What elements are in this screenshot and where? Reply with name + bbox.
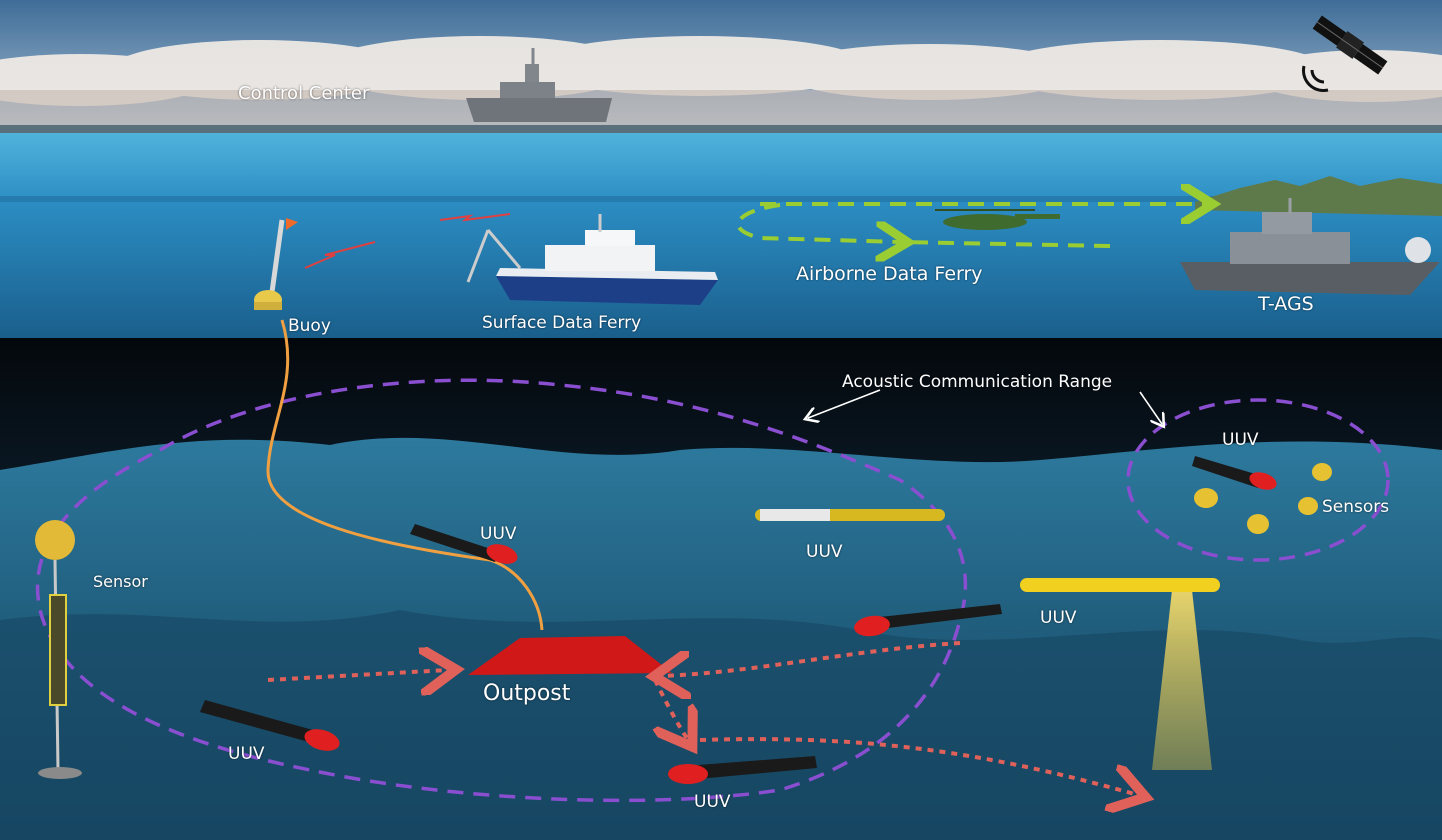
uuv-vehicle-2: [755, 509, 945, 521]
horizon-line: [0, 125, 1442, 133]
buoy-icon: [254, 218, 298, 310]
uuv-vehicle-5: [1192, 456, 1277, 490]
uuv-label-6: UUV: [694, 792, 731, 812]
acoustic-range-large: [35, 378, 968, 803]
t-ags-label: T-AGS: [1258, 293, 1314, 315]
uuv-label-4: UUV: [1040, 608, 1077, 628]
sonar-beam: [1152, 590, 1212, 770]
buoy-tether: [266, 319, 544, 631]
uuv-vehicle-7: [668, 756, 817, 784]
uuv-vehicle-3: [854, 604, 1002, 637]
outpost-icon: [468, 636, 672, 675]
sensor-label: Sensor: [93, 572, 148, 591]
surface-ferry-label: Surface Data Ferry: [482, 313, 642, 333]
sea-floor-ridges: [0, 610, 1442, 840]
sensor-cluster-icon: [1194, 463, 1332, 534]
uuv-vehicle-4: [1020, 578, 1220, 592]
acoustic-range-label: Acoustic Communication Range: [842, 372, 1113, 392]
t-ags-ship-icon: [1180, 198, 1440, 295]
airborne-ferry-path: [736, 204, 1205, 246]
sea-surface: [0, 133, 1442, 338]
satellite-signal-icon: [1302, 65, 1329, 92]
sensors-label: Sensors: [1322, 497, 1390, 517]
uuv-path-arrows: [267, 641, 1138, 795]
buoy-label: Buoy: [288, 316, 331, 336]
helicopter-icon: [935, 209, 1060, 230]
uuv-label-1: UUV: [1222, 430, 1259, 450]
wireless-link-icon: [304, 213, 511, 269]
uuv-vehicle-1: [410, 524, 518, 564]
coast-mountains: [1195, 176, 1442, 216]
uuv-label-3: UUV: [806, 542, 843, 562]
satellite-icon: [1312, 15, 1388, 75]
uuv-label-5: UUV: [228, 744, 265, 764]
acoustic-pointer-left: [808, 389, 881, 418]
clouds: [0, 36, 1442, 130]
uuv-vehicle-6: [200, 700, 340, 751]
sensor-mooring-icon: [35, 520, 82, 779]
surface-data-ferry-icon: [466, 214, 718, 305]
uuv-label-2: UUV: [480, 524, 517, 544]
control-center-label: Control Center: [238, 83, 370, 104]
airborne-ferry-label: Airborne Data Ferry: [796, 263, 983, 285]
control-center-ship-icon: [466, 48, 612, 122]
sea-layer-line: [0, 196, 1442, 202]
acoustic-range-small: [1126, 398, 1390, 562]
outpost-label: Outpost: [483, 681, 571, 706]
acoustic-pointer-right: [1139, 391, 1162, 424]
